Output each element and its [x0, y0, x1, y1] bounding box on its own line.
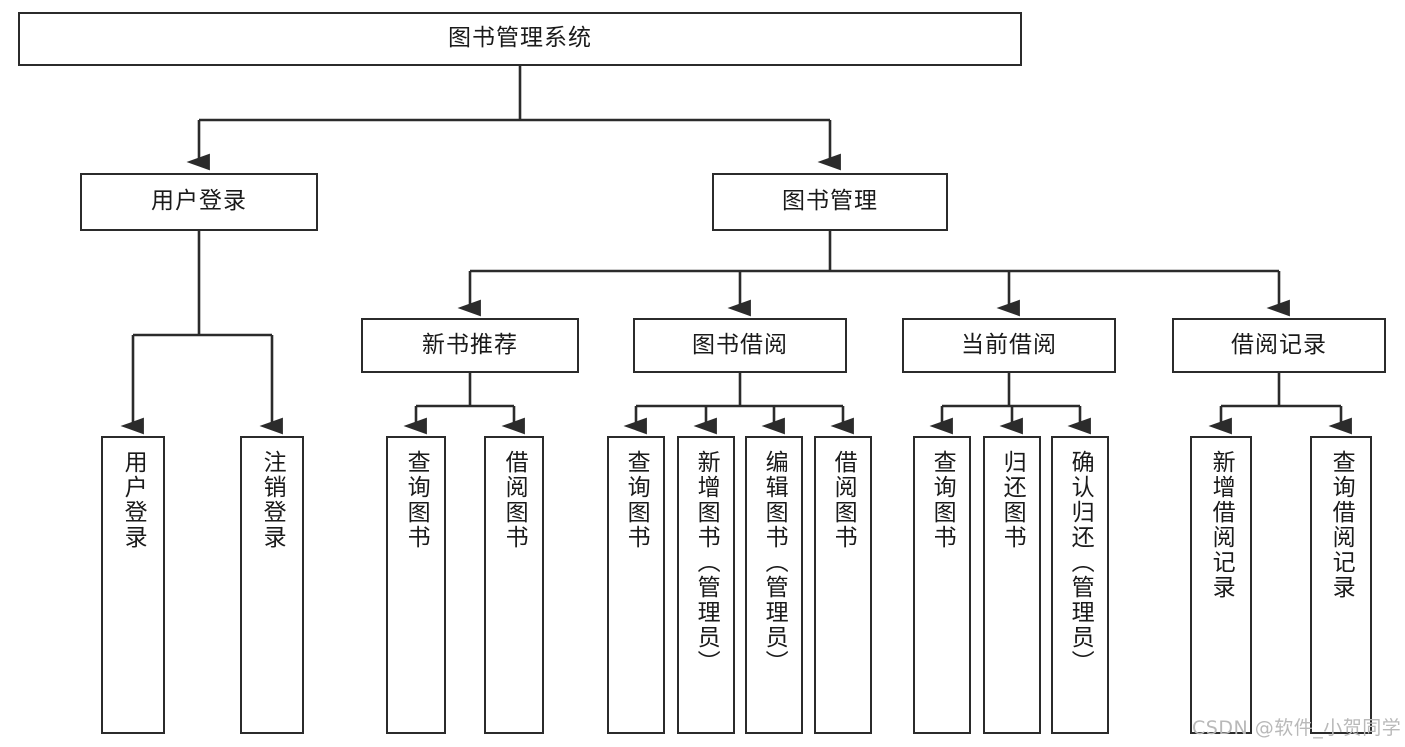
leaf-edit-book-admin[interactable]: 编辑图书（管理员） — [745, 436, 803, 734]
node-label: 查询图书 — [623, 450, 650, 550]
node-label: 借阅图书 — [830, 450, 857, 550]
node-user-login[interactable]: 用户登录 — [80, 173, 318, 231]
node-root-system[interactable]: 图书管理系统 — [18, 12, 1022, 66]
node-label: 图书管理系统 — [448, 25, 592, 52]
node-label: 新增图书（管理员） — [693, 450, 720, 675]
csdn-watermark: CSDN @软件_小贺同学 — [1192, 717, 1402, 739]
node-current-borrow[interactable]: 当前借阅 — [902, 318, 1116, 373]
leaf-return-book[interactable]: 归还图书 — [983, 436, 1041, 734]
leaf-confirm-return-admin[interactable]: 确认归还（管理员） — [1051, 436, 1109, 734]
leaf-query-book-current[interactable]: 查询图书 — [913, 436, 971, 734]
leaf-add-book-admin[interactable]: 新增图书（管理员） — [677, 436, 735, 734]
node-label: 用户登录 — [151, 188, 247, 215]
node-label: 确认归还（管理员） — [1067, 450, 1094, 675]
node-label: 用户登录 — [120, 450, 147, 550]
node-label: 新增借阅记录 — [1208, 450, 1235, 600]
node-new-book-recommend[interactable]: 新书推荐 — [361, 318, 579, 373]
leaf-user-login[interactable]: 用户登录 — [101, 436, 165, 734]
leaf-borrow-book[interactable]: 借阅图书 — [814, 436, 872, 734]
node-label: 新书推荐 — [422, 331, 518, 358]
node-label: 查询图书 — [403, 450, 430, 550]
node-book-borrow[interactable]: 图书借阅 — [633, 318, 847, 373]
leaf-query-book-new[interactable]: 查询图书 — [386, 436, 446, 734]
node-borrow-record[interactable]: 借阅记录 — [1172, 318, 1386, 373]
node-label: 归还图书 — [999, 450, 1026, 550]
leaf-query-borrow-record[interactable]: 查询借阅记录 — [1310, 436, 1372, 734]
node-label: 查询图书 — [929, 450, 956, 550]
node-label: 图书管理 — [782, 188, 878, 215]
node-label: 注销登录 — [259, 450, 286, 550]
node-label: 借阅图书 — [501, 450, 528, 550]
node-label: 借阅记录 — [1231, 331, 1327, 358]
node-label: 图书借阅 — [692, 331, 788, 358]
leaf-query-book-borrow[interactable]: 查询图书 — [607, 436, 665, 734]
leaf-borrow-book-new[interactable]: 借阅图书 — [484, 436, 544, 734]
leaf-add-borrow-record[interactable]: 新增借阅记录 — [1190, 436, 1252, 734]
node-book-management[interactable]: 图书管理 — [712, 173, 948, 231]
node-label: 当前借阅 — [961, 331, 1057, 358]
leaf-user-logout[interactable]: 注销登录 — [240, 436, 304, 734]
node-label: 编辑图书（管理员） — [761, 450, 788, 675]
node-label: 查询借阅记录 — [1328, 450, 1355, 600]
